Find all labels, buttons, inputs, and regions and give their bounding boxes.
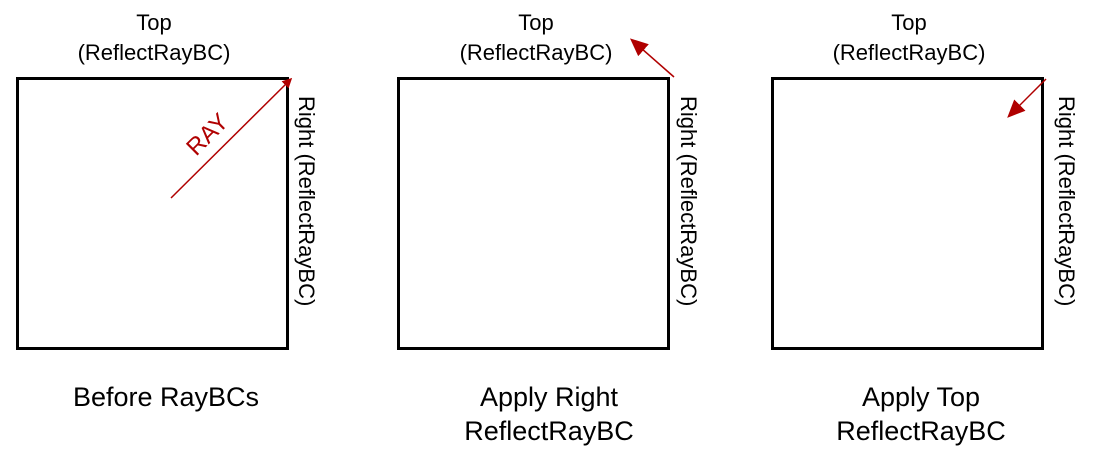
top-boundary-label: Top (ReflectRayBC) [24, 8, 284, 68]
top-label-line1: Top [136, 10, 172, 35]
right-boundary-label: Right (ReflectRayBC) [1054, 96, 1079, 307]
top-label-line1: Top [518, 10, 554, 35]
top-label-line2: (ReflectRayBC) [832, 40, 986, 65]
caption-line1: Before RayBCs [72, 382, 260, 412]
panel-before-raybcs: Top (ReflectRayBC) Right (ReflectRayBC) … [0, 0, 360, 461]
top-boundary-label: Top (ReflectRayBC) [779, 8, 1039, 68]
top-label-line2: (ReflectRayBC) [459, 40, 613, 65]
top-label-line1: Top [891, 10, 927, 35]
domain-box [397, 77, 670, 350]
top-label-line2: (ReflectRayBC) [77, 40, 231, 65]
panel-caption: Before RayBCs [16, 380, 316, 414]
panel-apply-right: Top (ReflectRayBC) Right (ReflectRayBC) … [397, 8, 701, 448]
top-boundary-label: Top (ReflectRayBC) [406, 8, 666, 68]
caption-line2: ReflectRayBC [836, 416, 1006, 446]
panel-caption: Apply Top ReflectRayBC [771, 380, 1071, 448]
domain-box [771, 77, 1044, 350]
panel-caption: Apply Right ReflectRayBC [399, 380, 699, 448]
caption-line1: Apply Right [479, 382, 619, 412]
caption-line2: ReflectRayBC [464, 416, 634, 446]
caption-line1: Apply Top [861, 382, 981, 412]
